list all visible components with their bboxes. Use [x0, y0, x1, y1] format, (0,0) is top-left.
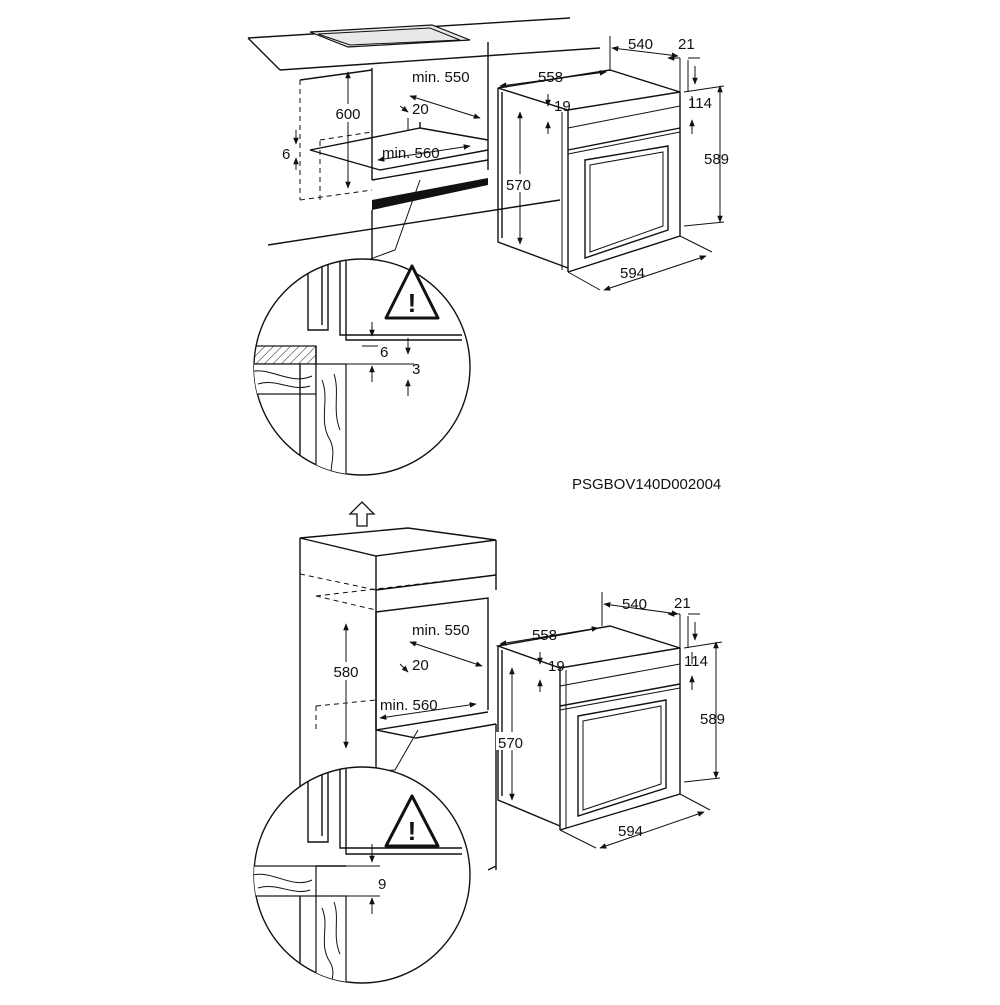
- bottom-detail-circle: 9 !: [253, 766, 471, 984]
- top-detail-gap-upper-label: 6: [380, 344, 388, 361]
- bottom-oven-door-label: 21: [674, 595, 691, 612]
- top-oven-drawing: [497, 69, 681, 273]
- bottom-niche-depth-label: min. 550: [412, 622, 470, 639]
- bottom-oven-panel-height-label: 114: [684, 653, 708, 670]
- bottom-warning-mark: !: [408, 816, 417, 846]
- bottom-oven-body-height-label: 570: [498, 735, 523, 752]
- top-oven-width-label: 594: [620, 265, 645, 282]
- warning-triangle-icon: !: [384, 264, 440, 320]
- top-oven-body-depth-label: 558: [538, 69, 563, 86]
- top-niche-width-label: min. 560: [382, 145, 440, 162]
- bottom-oven-top-offset-label: 19: [548, 658, 565, 675]
- bottom-niche-gap-label: 20: [412, 657, 429, 674]
- top-niche-height-label: 600: [335, 106, 360, 123]
- bottom-niche-height-label: 580: [333, 664, 358, 681]
- bottom-detail-gap-label: 9: [378, 876, 386, 893]
- bottom-niche-drawing: [299, 501, 497, 871]
- top-oven-panel-height-label: 114: [688, 95, 712, 112]
- diagram-code: PSGBOV140D002004: [572, 476, 721, 493]
- bottom-oven-front-height-label: 589: [700, 711, 725, 728]
- top-oven-front-height-label: 589: [704, 151, 729, 168]
- top-oven-depth-label: 540: [628, 36, 653, 53]
- bottom-oven-width-label: 594: [618, 823, 643, 840]
- top-niche-drawing: [247, 17, 601, 263]
- top-niche-dimensions: 600 min. 550 20 min. 560 6: [282, 69, 481, 189]
- top-side-gap-label: 6: [282, 146, 290, 163]
- top-warning-mark: !: [408, 288, 417, 318]
- top-oven-dimensions: 540 21 558 19 114 589 570 594: [499, 36, 729, 291]
- bottom-oven-depth-label: 540: [622, 596, 647, 613]
- bottom-oven-dimensions: 540 21 558 19 114 589 570 594: [496, 592, 725, 849]
- top-oven-door-label: 21: [678, 36, 695, 53]
- top-niche-gap-label: 20: [412, 101, 429, 118]
- bottom-oven-drawing: [495, 625, 681, 831]
- top-detail-gap-lower-label: 3: [412, 361, 420, 378]
- up-arrow-icon: [348, 501, 376, 527]
- top-oven-top-offset-label: 19: [554, 98, 571, 115]
- bottom-oven-body-depth-label: 558: [532, 627, 557, 644]
- top-detail-circle: 6 3 !: [253, 258, 471, 476]
- bottom-niche-dimensions: 580 min. 550 20 min. 560: [330, 622, 483, 749]
- top-niche-depth-label: min. 550: [412, 69, 470, 86]
- bottom-niche-width-label: min. 560: [380, 697, 438, 714]
- top-oven-body-height-label: 570: [506, 177, 531, 194]
- warning-triangle-icon: !: [384, 794, 440, 848]
